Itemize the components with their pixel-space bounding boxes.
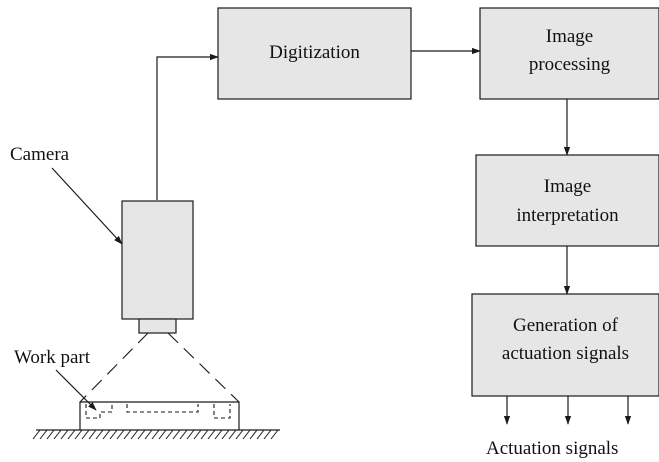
ground-hatch-line xyxy=(67,429,76,440)
ground-hatch-line xyxy=(172,429,181,440)
camera-body xyxy=(121,200,194,320)
digitization-block: Digitization xyxy=(217,7,412,100)
ground-hatch-line xyxy=(81,429,90,440)
ground-hatch-line xyxy=(242,429,251,440)
ground-hatch-line xyxy=(116,429,125,440)
camera xyxy=(121,200,194,334)
work-part-hidden-feature-left xyxy=(85,404,113,419)
image-processing-label-line1: Image xyxy=(546,26,593,47)
ground-hatch-line xyxy=(102,429,111,440)
image-interpretation-label-line2: interpretation xyxy=(516,205,619,226)
work-part-pointer-arrow xyxy=(55,369,97,411)
image-interpretation-block: Image interpretation xyxy=(475,154,659,247)
field-of-view-left xyxy=(79,332,149,403)
work-part-hidden-feature-right xyxy=(213,404,231,419)
ground-hatching xyxy=(32,429,279,440)
ground-hatch-line xyxy=(228,429,237,440)
ground-hatch-line xyxy=(109,429,118,440)
camera-to-digitization-arrow xyxy=(156,53,219,200)
ground-hatch-line xyxy=(95,429,104,440)
ground-hatch-line xyxy=(60,429,69,440)
ground-hatch-line xyxy=(151,429,160,440)
ground-hatch-line xyxy=(270,429,279,440)
ground-hatch-line xyxy=(207,429,216,440)
work-part-hidden-feature-middle xyxy=(126,404,199,413)
ground-hatch-line xyxy=(39,429,48,440)
work-part-label: Work part xyxy=(14,347,91,368)
image-interpretation-label-line1: Image xyxy=(544,176,591,197)
ground-hatch-line xyxy=(88,429,97,440)
actuation-generation-block: Generation of actuation signals xyxy=(471,293,659,397)
actuation-signals-label: Actuation signals xyxy=(486,438,618,459)
ground-hatch-line xyxy=(158,429,167,440)
image-processing-block: Image processing xyxy=(479,7,659,100)
work-part xyxy=(79,401,240,430)
ground-hatch-line xyxy=(123,429,132,440)
ground-hatch-line xyxy=(74,429,83,440)
ground-hatch-line xyxy=(200,429,209,440)
ground-hatch-line xyxy=(144,429,153,440)
ground-hatch-line xyxy=(249,429,258,440)
work-part-outline xyxy=(79,401,240,430)
ground-hatch-line xyxy=(235,429,244,440)
image-processing-label-line2: processing xyxy=(529,54,611,75)
camera-lens xyxy=(138,318,177,334)
ground-hatch-line xyxy=(32,429,41,440)
camera-label: Camera xyxy=(10,144,70,165)
ground-hatch-line xyxy=(256,429,265,440)
camera-pointer-arrow xyxy=(51,167,123,245)
ground-hatch-line xyxy=(221,429,230,440)
digitization-label: Digitization xyxy=(269,42,360,63)
ground-hatch-line xyxy=(179,429,188,440)
field-of-view-right xyxy=(167,332,240,403)
ground-hatch-line xyxy=(263,429,272,440)
ground-hatch-line xyxy=(46,429,55,440)
ground-hatch-line xyxy=(130,429,139,440)
ground-hatch-line xyxy=(165,429,174,440)
ground-hatch-line xyxy=(137,429,146,440)
ground-hatch-line xyxy=(186,429,195,440)
ground-hatch-line xyxy=(214,429,223,440)
actuation-generation-label-line2: actuation signals xyxy=(502,343,629,364)
actuation-generation-label-line1: Generation of xyxy=(513,315,619,336)
ground xyxy=(32,429,280,440)
ground-hatch-line xyxy=(53,429,62,440)
ground-hatch-line xyxy=(193,429,202,440)
